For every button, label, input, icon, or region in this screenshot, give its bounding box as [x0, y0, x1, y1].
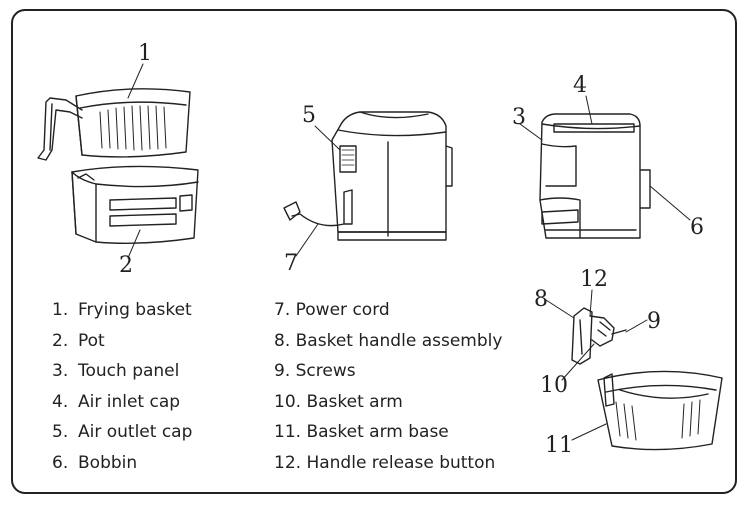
part-item: 7. Power cord — [274, 300, 390, 320]
callout-3: 3 — [512, 105, 526, 130]
part-item: 12. Handle release button — [274, 452, 496, 473]
part-label: Frying basket — [78, 300, 192, 320]
part-label: Pot — [78, 330, 105, 351]
part-label: Handle release button — [306, 452, 496, 473]
part-label: Screws — [295, 361, 356, 381]
callout-8: 8 — [534, 287, 548, 312]
frying-basket-drawing — [37, 88, 191, 161]
fryer-front-view-drawing — [539, 113, 651, 239]
callout-2: 2 — [119, 253, 133, 278]
part-item: 5.Air outlet cap — [52, 422, 193, 442]
callout-12: 12 — [580, 267, 608, 292]
fryer-side-view-drawing — [283, 111, 453, 241]
handle-assembly-drawing — [571, 307, 627, 365]
part-label: Basket arm — [306, 391, 403, 412]
part-label: Basket handle assembly — [295, 330, 503, 351]
part-label: Basket arm base — [306, 422, 449, 442]
callout-1: 1 — [138, 41, 152, 66]
part-item: 2.Pot — [52, 330, 105, 351]
callout-11: 11 — [545, 433, 573, 458]
part-item: 3.Touch panel — [52, 361, 180, 381]
part-item: 11. Basket arm base — [274, 422, 449, 442]
callout-10: 10 — [540, 373, 568, 398]
diagram-frame — [11, 9, 737, 494]
part-item: 8. Basket handle assembly — [274, 330, 503, 351]
part-label: Air outlet cap — [78, 422, 193, 442]
parts-list-left: 1.Frying basket 2.Pot 3.Touch panel 4.Ai… — [52, 295, 192, 478]
part-label: Touch panel — [78, 361, 180, 381]
part-label: Air inlet cap — [78, 391, 181, 412]
basket-arm-base-drawing — [597, 370, 723, 451]
part-item: 6.Bobbin — [52, 452, 138, 473]
part-item: 4.Air inlet cap — [52, 391, 181, 412]
callout-5: 5 — [302, 103, 316, 128]
callout-4: 4 — [573, 73, 587, 98]
callout-9: 9 — [647, 309, 661, 334]
callout-7: 7 — [284, 251, 298, 276]
part-label: Power cord — [295, 300, 390, 320]
parts-list-right: 7. Power cord 8. Basket handle assembly … — [274, 295, 502, 478]
callout-6: 6 — [690, 215, 704, 240]
part-item: 9. Screws — [274, 361, 356, 381]
part-item: 10. Basket arm — [274, 391, 403, 412]
part-item: 1.Frying basket — [52, 300, 192, 320]
part-label: Bobbin — [78, 452, 138, 473]
pot-drawing — [71, 165, 199, 245]
